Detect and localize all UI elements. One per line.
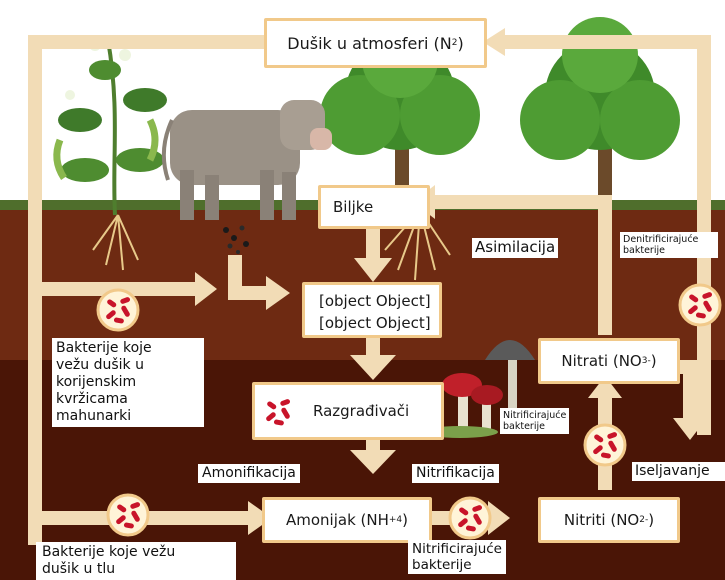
arrowhead-from-right: [483, 28, 505, 56]
arrowhead-ammonia-nitrites: [488, 501, 510, 535]
node-nitrites-text: Nitriti (NO: [563, 511, 640, 529]
node-ammonia: Amonijak (NH+4): [262, 497, 432, 543]
plant-roots: [384, 209, 451, 281]
label-nitrifying-mid-line2: bakterije: [503, 421, 545, 433]
bacteria-icon-nitrifying-mid: [583, 423, 627, 467]
label-nitrification: Nitrifikacija: [412, 464, 499, 483]
node-atmosphere-end: ): [457, 33, 464, 53]
node-nitrates-sub: 3: [641, 356, 648, 366]
node-nitrates-end: ): [650, 352, 657, 370]
label-assimilation: Asimilacija: [472, 238, 559, 258]
cow: [161, 100, 332, 220]
label-nitrifying-bottom-line2: bakterije: [412, 557, 472, 573]
flow-arrows: [28, 28, 711, 545]
label-nitrifying-bacteria-bottom: Nitrificirajuće bakterije: [408, 540, 506, 574]
arrowhead-biljke-organic: [354, 258, 392, 282]
bacteria-icon-denitrifying: [678, 283, 722, 327]
node-organic-line1: [object Object]: [319, 292, 431, 310]
label-soil-line: dušik u tlu: [42, 561, 116, 577]
arrowhead-iseljavanje: [673, 418, 707, 440]
bacteria-icon-soil: [106, 493, 150, 537]
arrow-top-left: [28, 35, 266, 49]
node-nitrites-sub: 2: [639, 515, 645, 525]
node-nitrates-sup: -: [647, 356, 651, 366]
label-legume-bacteria: Bakterije koje vežu dušik u korijenskim …: [52, 338, 204, 427]
node-decomposers-text: Razgrađivači: [313, 402, 410, 420]
label-soil-bacteria: Bakterije koje vežu dušik u tlu: [36, 542, 236, 580]
decomposer-bacteria-icon: [265, 398, 291, 426]
label-nitrifying-bottom-line1: Nitrificirajuće: [412, 541, 502, 557]
node-ammonia-text: Amonijak (NH: [285, 511, 389, 529]
arrow-top-right: [500, 35, 710, 49]
node-nitrites-end: ): [648, 511, 655, 529]
label-denitrifying-line2: bakterije: [623, 245, 665, 257]
arrowhead-nitrites-nitrates: [588, 376, 622, 398]
label-denitrifying-bacteria: Denitrificirajuće bakterije: [620, 232, 718, 259]
node-plants: Biljke: [318, 185, 430, 229]
arrowhead-soil-bacteria: [248, 501, 272, 535]
arrowhead-legume: [195, 272, 217, 306]
node-nitrates-text: Nitrati (NO: [561, 352, 642, 370]
label-legume-line: Bakterije koje: [56, 340, 152, 356]
label-soil-line: Bakterije koje vežu: [42, 544, 176, 560]
bacteria-icon-nitrifying-bottom: [448, 496, 492, 540]
node-nitrites-sup: -: [644, 515, 649, 525]
label-legume-line: mahunarki: [56, 408, 132, 424]
node-atmosphere-text: Dušik u atmosferi (N: [287, 33, 452, 53]
node-organic-line2: [object Object]: [319, 314, 431, 332]
label-nitrifying-mid-line1: Nitrificirajuće: [503, 410, 567, 421]
label-legume-line: kvržicama: [56, 391, 128, 407]
legume-plant: [53, 39, 167, 271]
label-denitrifying-line1: Denitrificirajuće: [623, 234, 699, 245]
node-organic-nitrogen: [object Object] [object Object]: [302, 282, 442, 338]
node-plants-text: Biljke: [333, 198, 374, 216]
bacteria-icon-legume: [96, 288, 140, 332]
node-ammonia-end: ): [402, 511, 409, 529]
node-atmosphere-sub: 2: [451, 38, 458, 48]
label-nitrifying-bacteria-mid: Nitrificirajuće bakterije: [500, 408, 570, 435]
arrow-left-vertical: [28, 35, 42, 545]
node-ammonia-sub: 4: [396, 515, 403, 525]
arrowhead-droppings: [266, 276, 290, 310]
arrowhead-organic-decomposers: [350, 355, 396, 380]
arrowhead-decomposers-ammonia: [350, 450, 396, 474]
droppings: [223, 225, 249, 254]
label-ammonification: Amonifikacija: [198, 464, 300, 483]
node-ammonia-sup: +: [388, 515, 397, 525]
label-legume-line: korijenskim: [56, 374, 137, 390]
label-legume-line: vežu dušik u: [56, 357, 144, 373]
label-emigration: Iseljavanje: [632, 462, 725, 481]
